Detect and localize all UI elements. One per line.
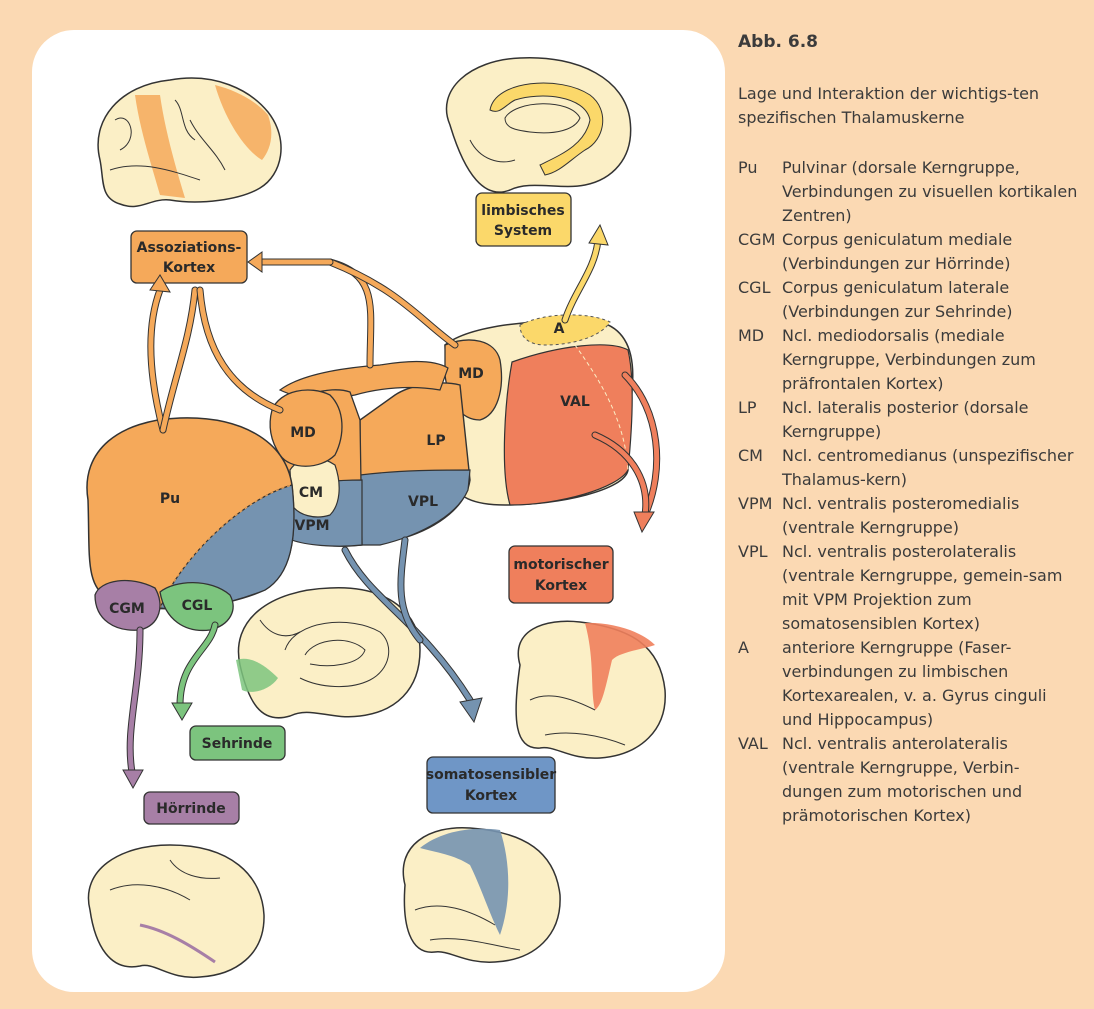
- legend-abbr: LP: [738, 396, 782, 444]
- target-limbic-label-1: limbisches: [481, 203, 564, 219]
- label-val: VAL: [560, 394, 590, 410]
- legend-text: Ncl. ventralis anterolateralis (ventrale…: [782, 732, 1088, 828]
- target-limbic-label-2: System: [494, 223, 552, 239]
- label-vpm: VPM: [294, 518, 329, 534]
- legend-abbr: VPM: [738, 492, 782, 540]
- label-cm: CM: [299, 485, 323, 501]
- target-association-cortex: Assoziations- Kortex: [131, 231, 247, 283]
- legend-item-md: MD Ncl. mediodorsalis (mediale Kerngrupp…: [738, 324, 1088, 396]
- legend-text: anteriore Kerngruppe (Faser-verbindungen…: [782, 636, 1088, 732]
- brain-limbic-icon: [446, 58, 630, 192]
- label-md-left: MD: [290, 425, 316, 441]
- label-cgm: CGM: [109, 601, 145, 617]
- legend-abbr: Pu: [738, 156, 782, 228]
- brain-association-icon: [98, 78, 281, 206]
- target-somato-label-2: Kortex: [465, 788, 517, 804]
- legend-item-cgl: CGL Corpus geniculatum laterale (Verbind…: [738, 276, 1088, 324]
- target-auditory-cortex: Hörrinde: [144, 792, 239, 824]
- legend-text: Corpus geniculatum laterale (Verbindunge…: [782, 276, 1088, 324]
- label-lp: LP: [426, 433, 445, 449]
- brain-motor-icon: [516, 621, 665, 758]
- label-vpl: VPL: [408, 494, 438, 510]
- target-limbic-system: limbisches System: [476, 193, 571, 246]
- figure-caption: Abb. 6.8 Lage und Interaktion der wichti…: [738, 32, 1088, 828]
- legend-abbr: A: [738, 636, 782, 732]
- target-somato-label-1: somatosensibler: [426, 767, 557, 783]
- legend-text: Corpus geniculatum mediale (Verbindungen…: [782, 228, 1088, 276]
- target-visual-cortex: Sehrinde: [190, 726, 285, 760]
- target-visual-label: Sehrinde: [202, 736, 273, 752]
- legend-abbr: MD: [738, 324, 782, 396]
- legend-item-cgm: CGM Corpus geniculatum mediale (Verbindu…: [738, 228, 1088, 276]
- target-association-label-2: Kortex: [163, 260, 215, 276]
- legend-item-vpl: VPL Ncl. ventralis posterolateralis (ven…: [738, 540, 1088, 636]
- legend-text: Ncl. ventralis posteromedialis (ventrale…: [782, 492, 1088, 540]
- target-motor-label-2: Kortex: [535, 578, 587, 594]
- figure-description: Lage und Interaktion der wichtigs-ten sp…: [738, 82, 1068, 130]
- abbreviation-legend: Pu Pulvinar (dorsale Kerngruppe, Verbind…: [738, 156, 1088, 828]
- legend-item-pu: Pu Pulvinar (dorsale Kerngruppe, Verbind…: [738, 156, 1088, 228]
- legend-item-a: A anteriore Kerngruppe (Faser-verbindung…: [738, 636, 1088, 732]
- brain-auditory-icon: [88, 845, 264, 977]
- label-pu: Pu: [160, 491, 180, 507]
- target-motor-label-1: motorischer: [513, 557, 608, 573]
- legend-abbr: CGL: [738, 276, 782, 324]
- legend-abbr: CGM: [738, 228, 782, 276]
- target-somatosensory-cortex: somatosensibler Kortex: [426, 757, 557, 813]
- legend-item-lp: LP Ncl. lateralis posterior (dorsale Ker…: [738, 396, 1088, 444]
- label-a: A: [554, 321, 565, 337]
- target-auditory-label: Hörrinde: [156, 801, 225, 817]
- legend-item-cm: CM Ncl. centromedianus (unspezifischer T…: [738, 444, 1088, 492]
- legend-abbr: CM: [738, 444, 782, 492]
- legend-item-vpm: VPM Ncl. ventralis posteromedialis (vent…: [738, 492, 1088, 540]
- legend-text: Pulvinar (dorsale Kerngruppe, Verbindung…: [782, 156, 1088, 228]
- target-motor-cortex: motorischer Kortex: [509, 546, 613, 603]
- figure-number: Abb. 6.8: [738, 32, 1088, 52]
- legend-text: Ncl. centromedianus (unspezifischer Thal…: [782, 444, 1088, 492]
- label-md-right: MD: [458, 366, 484, 382]
- label-cgl: CGL: [182, 598, 213, 614]
- legend-abbr: VPL: [738, 540, 782, 636]
- legend-item-val: VAL Ncl. ventralis anterolateralis (vent…: [738, 732, 1088, 828]
- target-association-label-1: Assoziations-: [137, 240, 242, 256]
- legend-text: Ncl. mediodorsalis (mediale Kerngruppe, …: [782, 324, 1088, 396]
- legend-abbr: VAL: [738, 732, 782, 828]
- legend-text: Ncl. ventralis posterolateralis (ventral…: [782, 540, 1088, 636]
- legend-text: Ncl. lateralis posterior (dorsale Kerngr…: [782, 396, 1088, 444]
- brain-somatosensory-icon: [403, 828, 560, 962]
